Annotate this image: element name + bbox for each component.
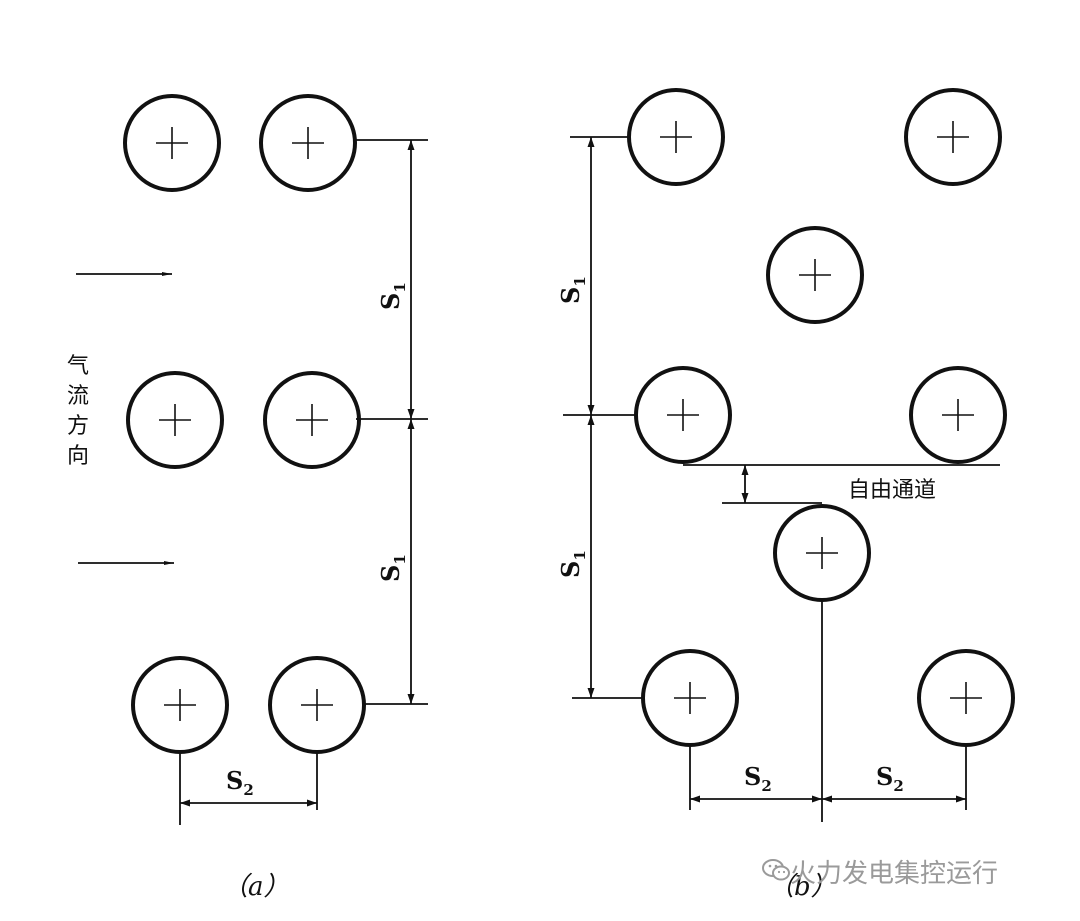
caption-a: （a）	[222, 872, 290, 902]
tube	[259, 94, 357, 192]
tube	[766, 226, 864, 324]
s2-letter: S	[876, 762, 894, 791]
free-channel-marker	[683, 464, 1000, 504]
s1-subscript: 1	[390, 282, 409, 293]
flow-direction-label: 气 流 方 向	[64, 352, 92, 472]
tube	[126, 371, 224, 469]
s2-label-b-right: S2	[876, 762, 904, 795]
s1-letter: S	[556, 560, 585, 578]
flow-arrows	[76, 272, 174, 565]
tube-center-marks	[156, 121, 982, 721]
s2-subscript: 2	[893, 776, 904, 795]
s1-letter: S	[376, 564, 405, 582]
tube	[909, 366, 1007, 464]
s1-label-b-bottom: S1	[556, 550, 589, 578]
tube	[627, 88, 725, 186]
watermark-text: 火力发电集控运行	[790, 859, 999, 889]
inline-tube-bank	[123, 94, 366, 754]
s2-subscript: 2	[761, 776, 772, 795]
s1-label-a-top: S1	[376, 282, 409, 310]
s1-label-b-top: S1	[556, 276, 589, 304]
flow-char: 流	[66, 384, 89, 409]
dimension-s1-b	[563, 136, 642, 699]
s1-label-a-bottom: S1	[376, 554, 409, 582]
flow-char: 方	[66, 414, 89, 439]
dimension-s2-a	[179, 752, 318, 825]
s1-letter: S	[376, 292, 405, 310]
s1-subscript: 1	[390, 554, 409, 565]
s1-subscript: 1	[570, 276, 589, 287]
tube	[263, 371, 361, 469]
s2-subscript: 2	[243, 780, 254, 799]
staggered-tube-bank	[627, 88, 1015, 747]
dimension-s2-b	[689, 600, 967, 822]
flow-char: 向	[66, 444, 89, 469]
s2-label-b-left: S2	[744, 762, 772, 795]
tube	[123, 94, 221, 192]
dimension-s1-a	[355, 139, 428, 705]
s1-letter: S	[556, 286, 585, 304]
s2-letter: S	[744, 762, 762, 791]
free-channel-label: 自由通道	[848, 478, 937, 503]
s2-label-a: S2	[226, 766, 254, 799]
tube	[904, 88, 1002, 186]
flow-char: 气	[66, 354, 89, 379]
s2-letter: S	[226, 766, 244, 795]
wechat-icon	[762, 859, 790, 881]
s1-subscript: 1	[570, 550, 589, 561]
